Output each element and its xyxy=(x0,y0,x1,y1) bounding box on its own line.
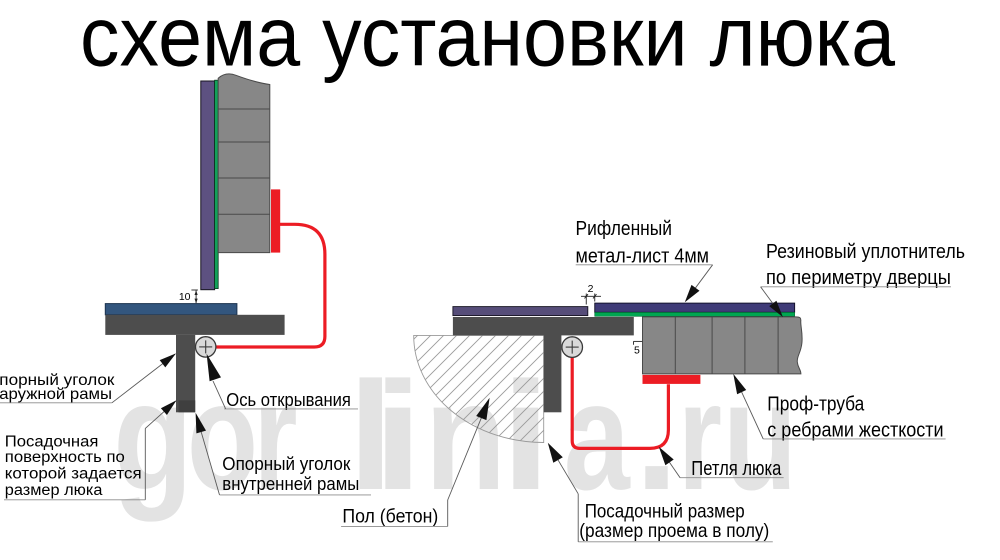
svg-text:5: 5 xyxy=(634,345,640,357)
svg-text:Посадочный размер: Посадочный размер xyxy=(585,501,745,523)
svg-text:которой задается: которой задается xyxy=(5,466,142,483)
svg-text:поверхность по: поверхность по xyxy=(5,449,125,466)
svg-text:Опорный уголок: Опорный уголок xyxy=(0,372,115,389)
svg-text:(размер проема в полу): (размер проема в полу) xyxy=(579,520,769,542)
svg-text:метал-лист 4мм: метал-лист 4мм xyxy=(576,245,710,268)
svg-text:Резиновый уплотнитель: Резиновый уплотнитель xyxy=(766,240,965,263)
svg-text:по периметру дверцы: по периметру дверцы xyxy=(766,266,951,289)
svg-text:l: l xyxy=(348,350,393,522)
svg-text:i: i xyxy=(373,350,423,522)
svg-text:Петля люка: Петля люка xyxy=(691,457,781,480)
svg-text:o: o xyxy=(187,350,258,522)
svg-text:10: 10 xyxy=(179,291,191,303)
svg-text:Пол (бетон): Пол (бетон) xyxy=(342,505,438,527)
svg-text:наружной рамы: наружной рамы xyxy=(0,386,112,403)
svg-text:схема установки люка: схема установки люка xyxy=(80,0,895,84)
svg-text:2: 2 xyxy=(588,283,594,295)
svg-text:r: r xyxy=(254,350,298,522)
svg-text:Опорный уголок: Опорный уголок xyxy=(222,453,351,474)
svg-text:Ось открывания: Ось открывания xyxy=(226,389,351,410)
svg-text:с ребрами жесткости: с ребрами жесткости xyxy=(767,418,943,441)
svg-text:размер люка: размер люка xyxy=(5,482,103,499)
svg-text:внутренней рамы: внутренней рамы xyxy=(222,473,359,494)
svg-text:Посадочная: Посадочная xyxy=(5,433,99,450)
svg-text:Рифленный: Рифленный xyxy=(576,217,673,240)
svg-text:a: a xyxy=(564,350,631,522)
svg-text:Проф-труба: Проф-труба xyxy=(767,393,864,416)
